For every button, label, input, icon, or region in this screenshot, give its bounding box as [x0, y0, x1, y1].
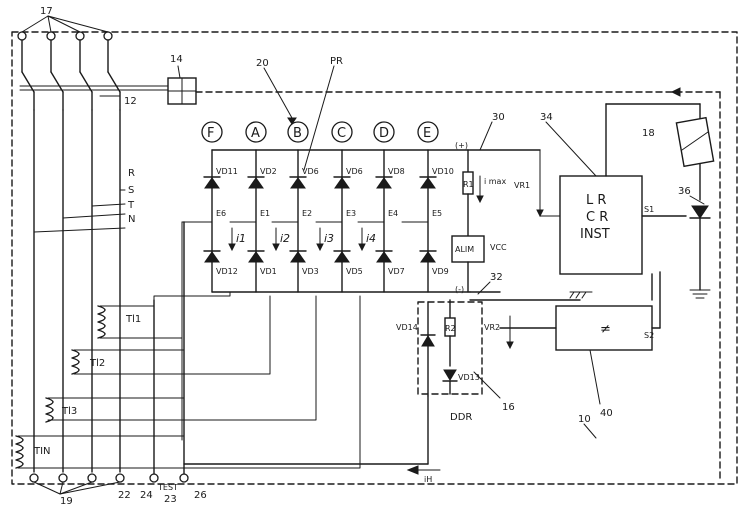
node-label: E4 [388, 209, 398, 218]
ref-26: 26 [194, 490, 207, 501]
comparator-block [499, 271, 661, 351]
current-label: i4 [366, 232, 376, 245]
current-label: i1 [236, 232, 246, 245]
phase-r: R [128, 168, 135, 179]
diode-label: VD6 [346, 167, 363, 176]
ref-36: 36 [678, 186, 691, 197]
vd14-label: VD14 [396, 323, 418, 332]
s1-label: S1 [644, 205, 654, 214]
ref-pr: PR [330, 56, 343, 67]
transformer-label: Tl1 [125, 314, 141, 325]
current-label: i2 [280, 232, 290, 245]
current-arrows [228, 227, 366, 252]
diodes-top-row [203, 176, 437, 189]
ref-10: 10 [578, 414, 591, 425]
ref-24: 24 [140, 490, 153, 501]
phase-n: N [128, 214, 135, 225]
node-label: E1 [260, 209, 270, 218]
input-terminals [17, 15, 113, 41]
ref-16: 16 [502, 402, 515, 413]
rectifier-bridge [181, 149, 541, 441]
node-label: E2 [302, 209, 312, 218]
diodes-bottom-row [203, 250, 437, 263]
current-transformers [15, 291, 361, 469]
diode-label: VD6 [302, 167, 319, 176]
ref-17: 17 [40, 6, 53, 17]
transformer-label: Tl2 [89, 358, 105, 369]
neq-symbol: ≠ [600, 322, 611, 337]
minus-label: (-) [455, 285, 464, 294]
channel-label-b: B [293, 126, 302, 141]
trip-relay [167, 77, 197, 105]
ref-32: 32 [490, 272, 503, 283]
supply-branch [451, 149, 593, 301]
ref-23: 23 [164, 494, 177, 505]
output-terminals [29, 221, 189, 495]
alim-label: ALIM [455, 245, 474, 254]
node-label: E3 [346, 209, 356, 218]
diode-label: VD9 [432, 267, 449, 276]
diode-label: VD3 [302, 267, 319, 276]
main-conductors [19, 39, 171, 473]
block-line-3: INST [580, 227, 610, 242]
ref-30: 30 [492, 112, 505, 123]
phase-s: S [128, 185, 134, 196]
ref-18: 18 [642, 128, 655, 139]
node-label: E5 [432, 209, 442, 218]
vd13-label: VD13 [458, 373, 480, 382]
channel-label-f: F [207, 126, 214, 141]
r2-label: R2 [445, 324, 456, 333]
diode-label: VD11 [216, 167, 238, 176]
ddr-block [183, 299, 514, 465]
leader-lines [99, 65, 705, 439]
s2-label: S2 [644, 331, 654, 340]
trip-coil [195, 87, 721, 481]
transformer-label: TIN [33, 446, 51, 457]
ref-40: 40 [600, 408, 613, 419]
current-label: i3 [324, 232, 334, 245]
diode-label: VD5 [346, 267, 363, 276]
block-line-2: C R [586, 210, 608, 225]
r1-label: R1 [463, 180, 474, 189]
diode-label: VD7 [388, 267, 405, 276]
ddr-label: DDR [450, 412, 472, 423]
vcc-label: VCC [490, 243, 507, 252]
channel-label-c: C [337, 126, 346, 141]
plus-label: (+) [455, 141, 468, 150]
phase-t: T [127, 200, 135, 211]
ref-20: 20 [256, 58, 269, 69]
detector-block [559, 103, 701, 275]
imax-label: i max [484, 177, 506, 186]
channel-label-a: A [251, 126, 260, 141]
ih-arrow [406, 465, 419, 475]
ref-22: 22 [118, 490, 131, 501]
ref-12: 12 [124, 96, 137, 107]
transformer-label: Tl3 [61, 406, 77, 417]
diode-label: VD1 [260, 267, 277, 276]
ref-19: 19 [60, 496, 73, 507]
diode-label: VD10 [432, 167, 454, 176]
enclosure-dashed-outline [11, 31, 738, 485]
ref-14: 14 [170, 54, 183, 65]
ih-label: iH [424, 475, 432, 484]
node-label: E6 [216, 209, 226, 218]
channel-label-d: D [379, 126, 389, 141]
diode-label: VD2 [260, 167, 277, 176]
channel-label-e: E [423, 126, 431, 141]
ref-34: 34 [540, 112, 553, 123]
vr2-label: VR2 [484, 323, 500, 332]
diode-label: VD8 [388, 167, 405, 176]
diode-label: VD12 [216, 267, 238, 276]
block-line-1: L R [586, 193, 606, 208]
vr1-label: VR1 [514, 181, 530, 190]
test-label: TEST [157, 483, 178, 492]
channel-markers [201, 121, 439, 143]
